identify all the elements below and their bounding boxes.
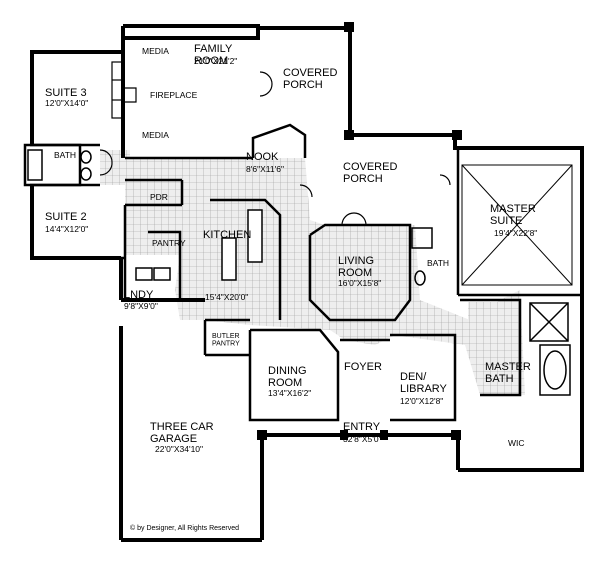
suite2-dims: 14'4"X12'0"	[45, 224, 88, 234]
media-top-label: MEDIA	[142, 46, 169, 56]
media-bottom-label: MEDIA	[142, 130, 169, 140]
dining-room-dims: 13'4"X16'2"	[268, 388, 311, 398]
lndy-name: LNDY	[124, 289, 154, 301]
garage-dims: 22'0"X34'10"	[155, 444, 203, 454]
foyer-label: FOYER	[344, 361, 382, 373]
master-suite-tray-ceiling	[461, 164, 573, 286]
pantry-label: PANTRY	[152, 238, 186, 248]
kitchen-dims: 15'4"X20'0"	[205, 292, 248, 302]
nook-name: NOOK	[246, 151, 279, 163]
family-room-dims: 21'0"X21'2"	[194, 56, 237, 66]
den-library-dims: 12'0"X12'8"	[400, 396, 443, 406]
nook-dims: 8'6"X11'6"	[246, 164, 284, 174]
kitchen-name: KITCHEN	[203, 229, 251, 241]
fireplace-icon	[111, 61, 137, 119]
suite2-name: SUITE 2	[45, 211, 87, 223]
wic-label: WIC	[508, 438, 525, 448]
kitchen-fixtures	[135, 209, 263, 281]
pdr-label: PDR	[150, 192, 168, 202]
suite3-dims: 12'0"X14'0"	[45, 98, 88, 108]
bath-right-label: BATH	[427, 258, 449, 268]
entry-name: ENTRY	[343, 421, 381, 433]
den-library-name: DEN/LIBRARY	[400, 371, 448, 395]
fireplace-label: FIREPLACE	[150, 90, 198, 100]
doors	[99, 71, 451, 226]
porch-columns	[257, 22, 462, 440]
master-suite-dims: 19'4"X22'8"	[494, 228, 537, 238]
interior-walls	[30, 123, 582, 422]
suite3-name: SUITE 3	[45, 87, 87, 99]
lndy-dims: 9'8"X9'0"	[124, 301, 158, 311]
entry-dims: 32'8"X5'0"	[343, 434, 382, 444]
living-room-dims: 16'0"X15'8"	[338, 278, 381, 288]
master-bath-fixtures	[411, 227, 571, 396]
copyright-text: © by Designer, All Rights Reserved	[130, 524, 239, 532]
bath-left-label: BATH	[54, 150, 76, 160]
